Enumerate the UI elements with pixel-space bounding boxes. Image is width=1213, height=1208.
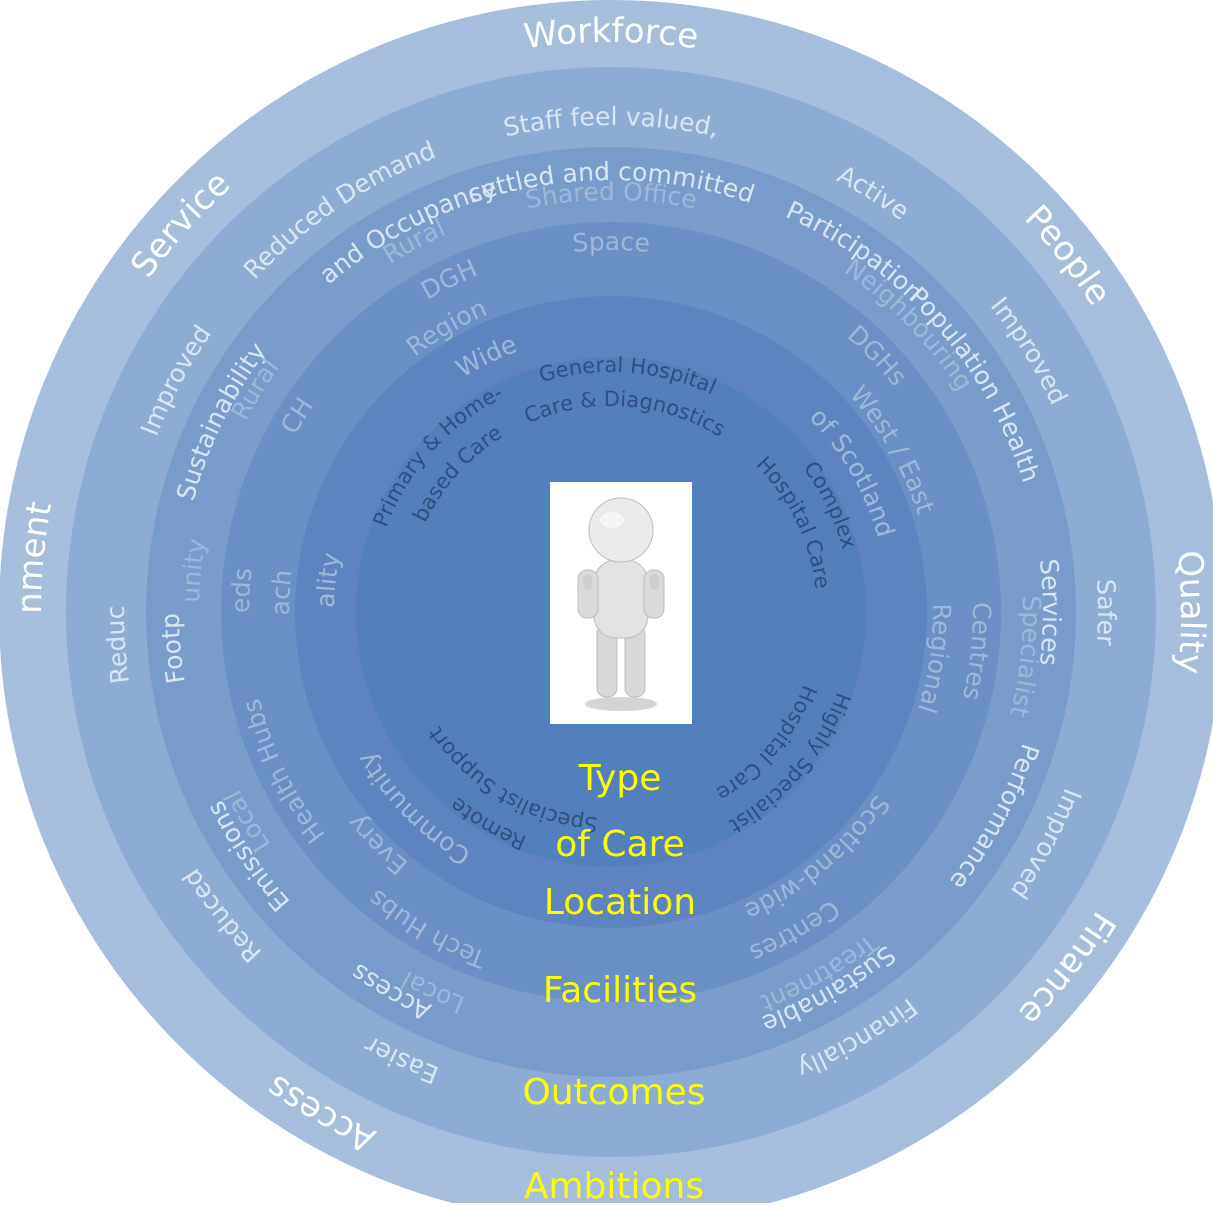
facility-label: Space: [571, 227, 651, 258]
level-label-location: Location: [544, 882, 696, 923]
person-thumbs-up-icon: [550, 482, 692, 724]
level-label-facilities: Facilities: [543, 970, 697, 1011]
level-label-ambitions: Ambitions: [524, 1166, 704, 1203]
level-label-of-care: of Care: [555, 824, 685, 865]
level-label-outcomes: Outcomes: [522, 1072, 705, 1113]
outcome-label: Services: [1034, 557, 1066, 667]
level-label-type: Type: [578, 758, 662, 799]
outcome-label: Safer: [1091, 578, 1121, 647]
ambition-label: Quality: [1169, 549, 1212, 676]
